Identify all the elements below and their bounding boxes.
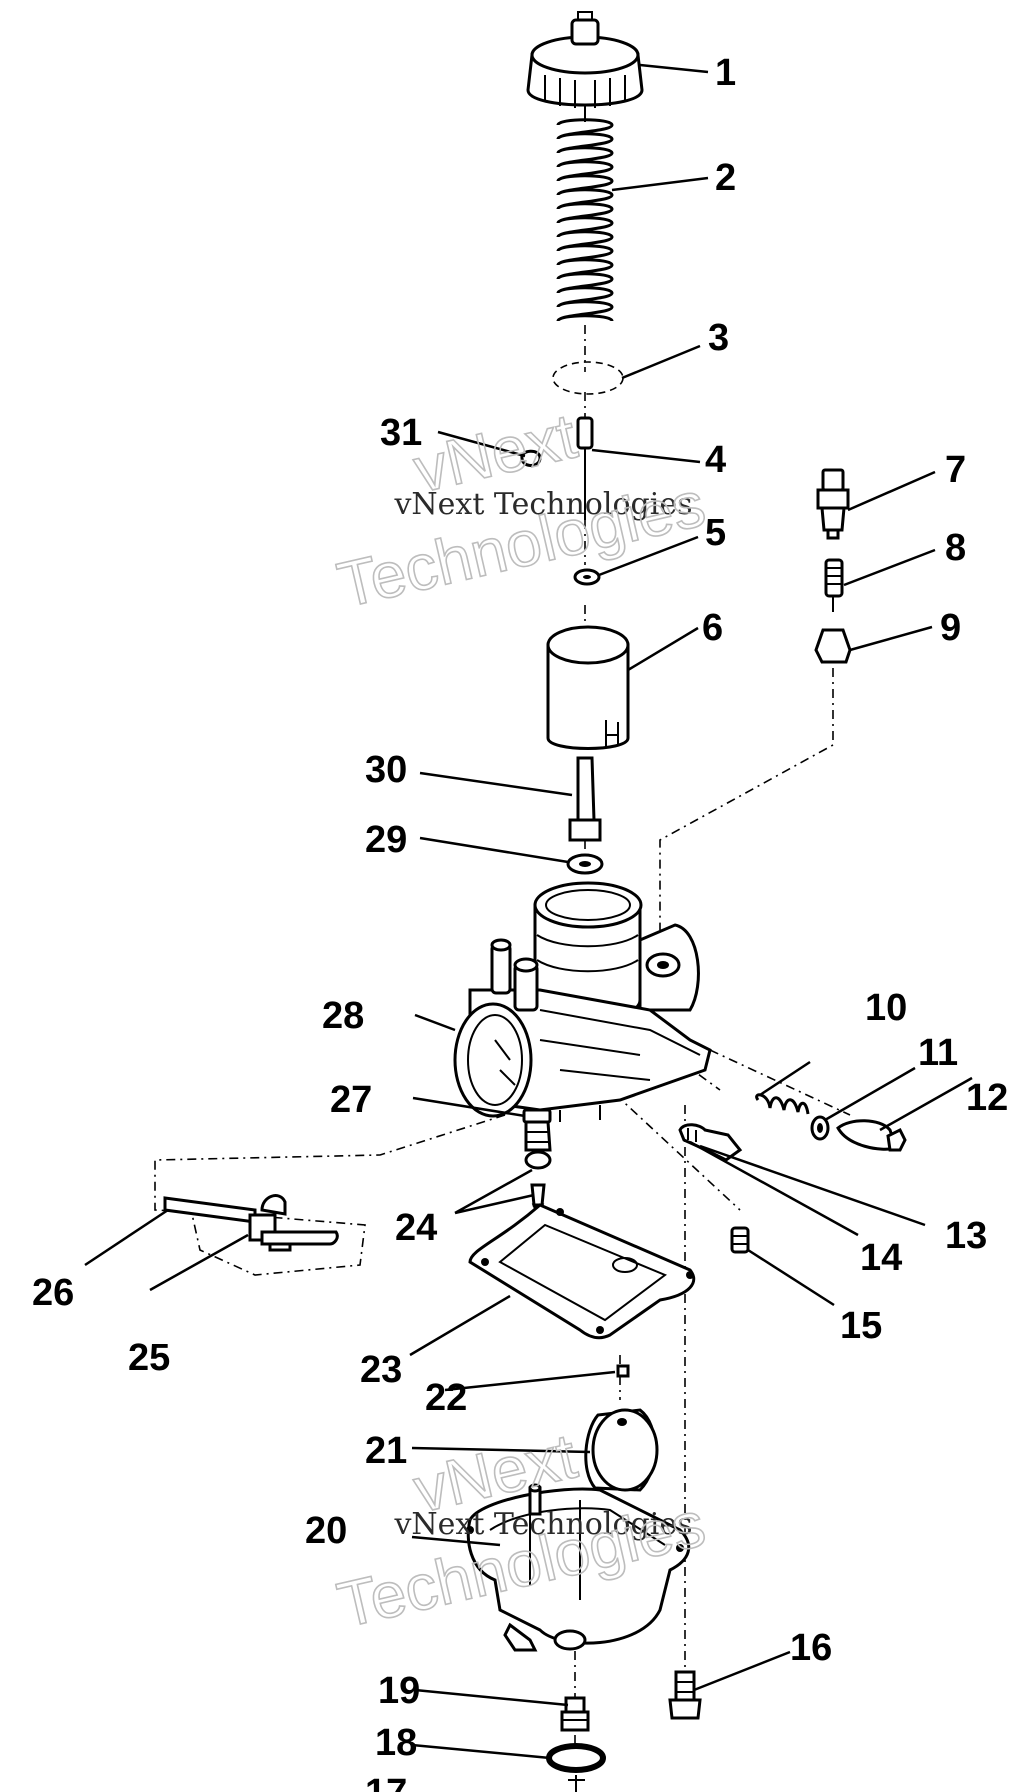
float-bowl-part: [466, 1483, 691, 1652]
callout-19: 19: [378, 1670, 420, 1712]
float-arm-parts: [163, 1194, 339, 1252]
throttle-valve-part: [546, 625, 630, 750]
callout-12: 12: [966, 1077, 1008, 1119]
float-drum-part: [584, 1408, 659, 1492]
throttle-spring-part: [556, 105, 614, 323]
callout-10: 10: [865, 987, 907, 1029]
callout-11: 11: [918, 1032, 958, 1074]
float-valve-parts: [522, 1108, 552, 1220]
needle-jet-part: [566, 756, 604, 875]
float-bowl-gasket-part: [468, 1203, 696, 1340]
callout-16: 16: [790, 1627, 832, 1669]
callout-9: 9: [940, 607, 961, 649]
watermark-upper-middle: vNext Technologies: [393, 487, 692, 522]
leader-lines: [84, 63, 973, 1760]
callout-30: 30: [365, 749, 407, 791]
callout-3: 3: [708, 317, 729, 359]
callout-23: 23: [360, 1349, 402, 1391]
callout-27: 27: [330, 1079, 372, 1121]
callout-5: 5: [705, 512, 726, 554]
dashed-gasket-part: [552, 361, 624, 395]
callout-14: 14: [860, 1237, 902, 1279]
callout-31: 31: [380, 412, 422, 454]
needle-washer-part: [573, 568, 601, 586]
callout-26: 26: [32, 1272, 74, 1314]
callout-15: 15: [840, 1305, 882, 1347]
callout-21: 21: [365, 1430, 407, 1472]
starter-plunger-parts: [814, 468, 852, 664]
watermark-lower-middle: vNext Technologies: [393, 1507, 692, 1542]
callout-7: 7: [945, 449, 966, 491]
watermark-upper: vNext vNext Technologies Technologies: [330, 399, 712, 623]
callout-20: 20: [305, 1510, 347, 1552]
small-pin-part: [616, 1364, 630, 1378]
callout-6: 6: [702, 607, 723, 649]
callout-1: 1: [715, 52, 736, 94]
top-cap-part: [526, 11, 644, 108]
callout-2: 2: [715, 157, 736, 199]
callout-28: 28: [322, 995, 364, 1037]
callout-13: 13: [945, 1215, 987, 1257]
bottom-fastener-parts: [546, 1670, 702, 1792]
callout-25: 25: [128, 1337, 170, 1379]
callout-24: 24: [395, 1207, 437, 1249]
drain-screw-part: [730, 1226, 750, 1254]
callout-29: 29: [365, 819, 407, 861]
carburetor-body-part: [453, 881, 712, 1125]
callout-22: 22: [425, 1377, 467, 1419]
callout-8: 8: [945, 527, 966, 569]
callout-numbers: 1 2 3 4 5 6 7 8 9 10 11 12 13 14 15 16 1…: [32, 52, 1008, 1792]
callout-17: 17: [365, 1772, 407, 1792]
jet-needle-part: [520, 416, 594, 520]
callout-4: 4: [705, 439, 726, 481]
callout-18: 18: [375, 1722, 417, 1764]
